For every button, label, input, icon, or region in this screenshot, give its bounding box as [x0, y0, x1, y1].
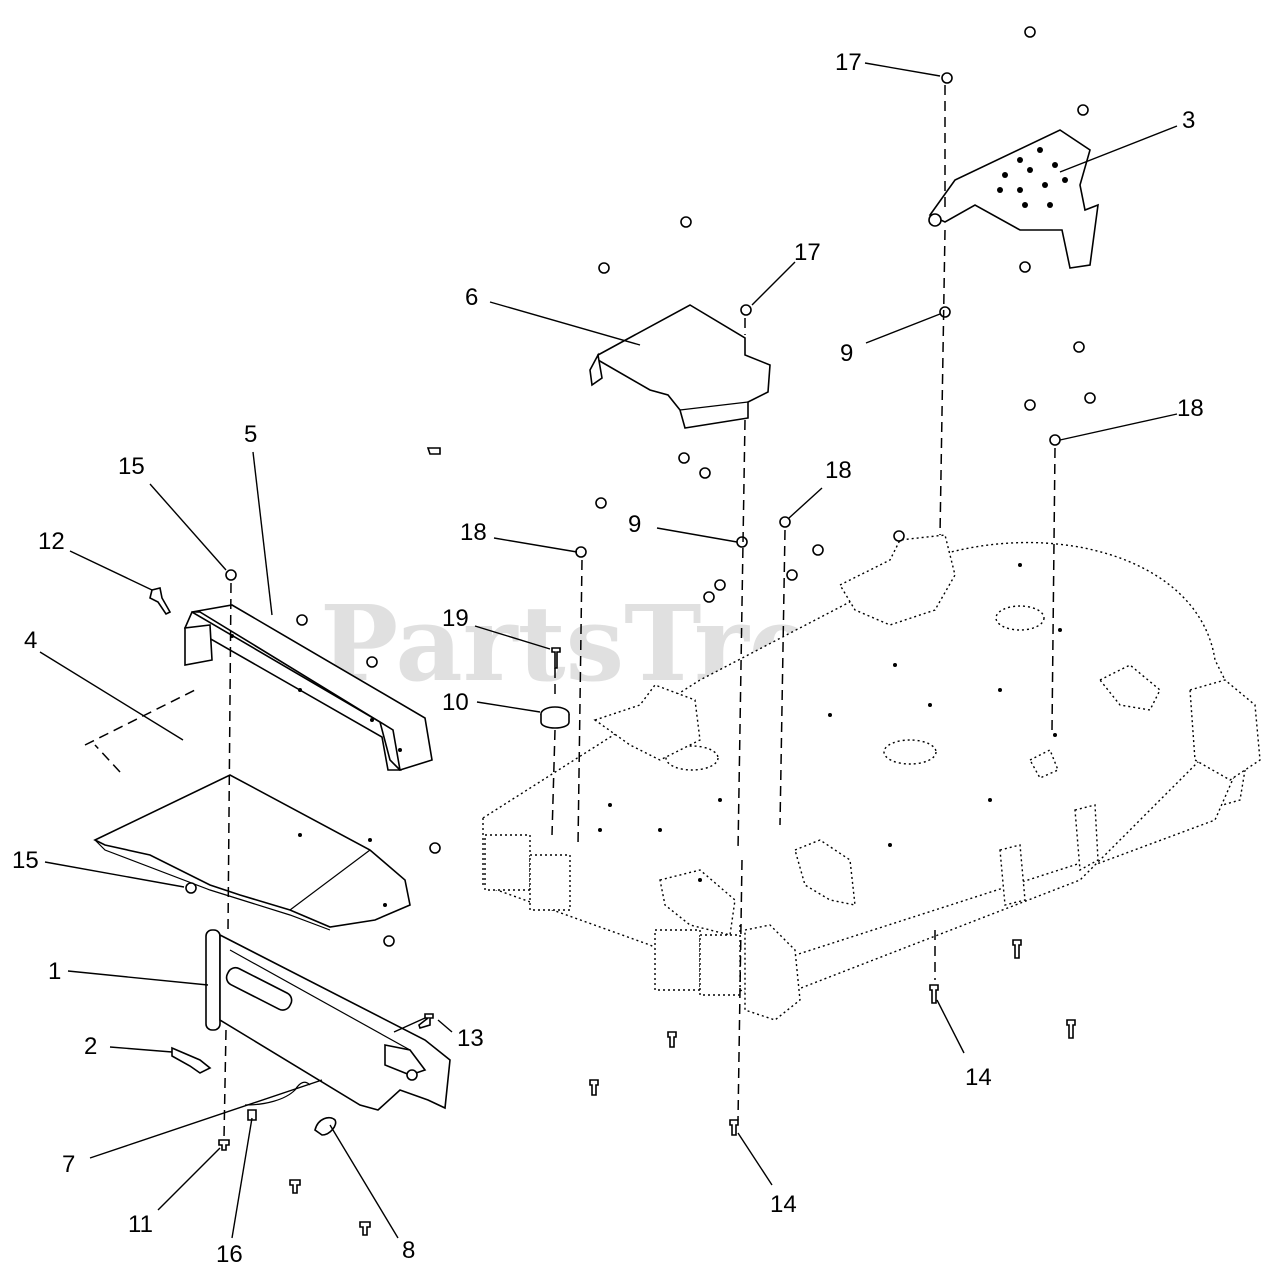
callout-3: 3	[1182, 107, 1195, 134]
assembly-axes	[223, 85, 1056, 1139]
deck-holes	[598, 563, 1062, 882]
callout-14-right: 14	[965, 1064, 992, 1091]
callout-7: 7	[62, 1151, 75, 1178]
part-6-cover-plate	[589, 304, 771, 429]
callout-11: 11	[128, 1211, 153, 1238]
part-10-bumper	[540, 706, 570, 729]
callout-8: 8	[402, 1237, 415, 1264]
callout-13: 13	[457, 1025, 484, 1052]
part-7-wire	[244, 1081, 311, 1106]
part-5-cover	[183, 604, 433, 772]
callout-18-left: 18	[460, 519, 487, 546]
callout-18-right: 18	[1177, 395, 1204, 422]
callout-18-middle: 18	[825, 457, 852, 484]
callout-6: 6	[465, 284, 478, 311]
callout-15-top: 15	[118, 453, 145, 480]
callout-17-middle: 17	[794, 239, 821, 266]
callout-15-bottom: 15	[12, 847, 39, 874]
mower-deck	[481, 534, 1261, 1021]
callout-labels: 17 3 17 6 9 18 18 18 9 5 15 12 19 4 10 1…	[12, 49, 1204, 1268]
part-4-chute-plate	[84, 689, 411, 931]
callout-14-bottom: 14	[770, 1191, 797, 1218]
callout-16: 16	[216, 1241, 243, 1268]
callout-17-top: 17	[835, 49, 862, 76]
callout-2: 2	[84, 1033, 97, 1060]
callout-9-middle: 9	[628, 511, 641, 538]
callout-9-right: 9	[840, 340, 853, 367]
callout-19: 19	[442, 605, 469, 632]
leader-lines	[39, 62, 1178, 1239]
part-1-bracket	[205, 929, 451, 1111]
callout-1: 1	[48, 958, 61, 985]
part-3-cover-plate	[928, 129, 1099, 269]
part-2-pin	[171, 1046, 212, 1074]
callout-5: 5	[244, 421, 257, 448]
part-8-clip	[314, 1116, 337, 1136]
callout-12: 12	[38, 528, 65, 555]
callout-10: 10	[442, 689, 469, 716]
callout-4: 4	[24, 627, 37, 654]
